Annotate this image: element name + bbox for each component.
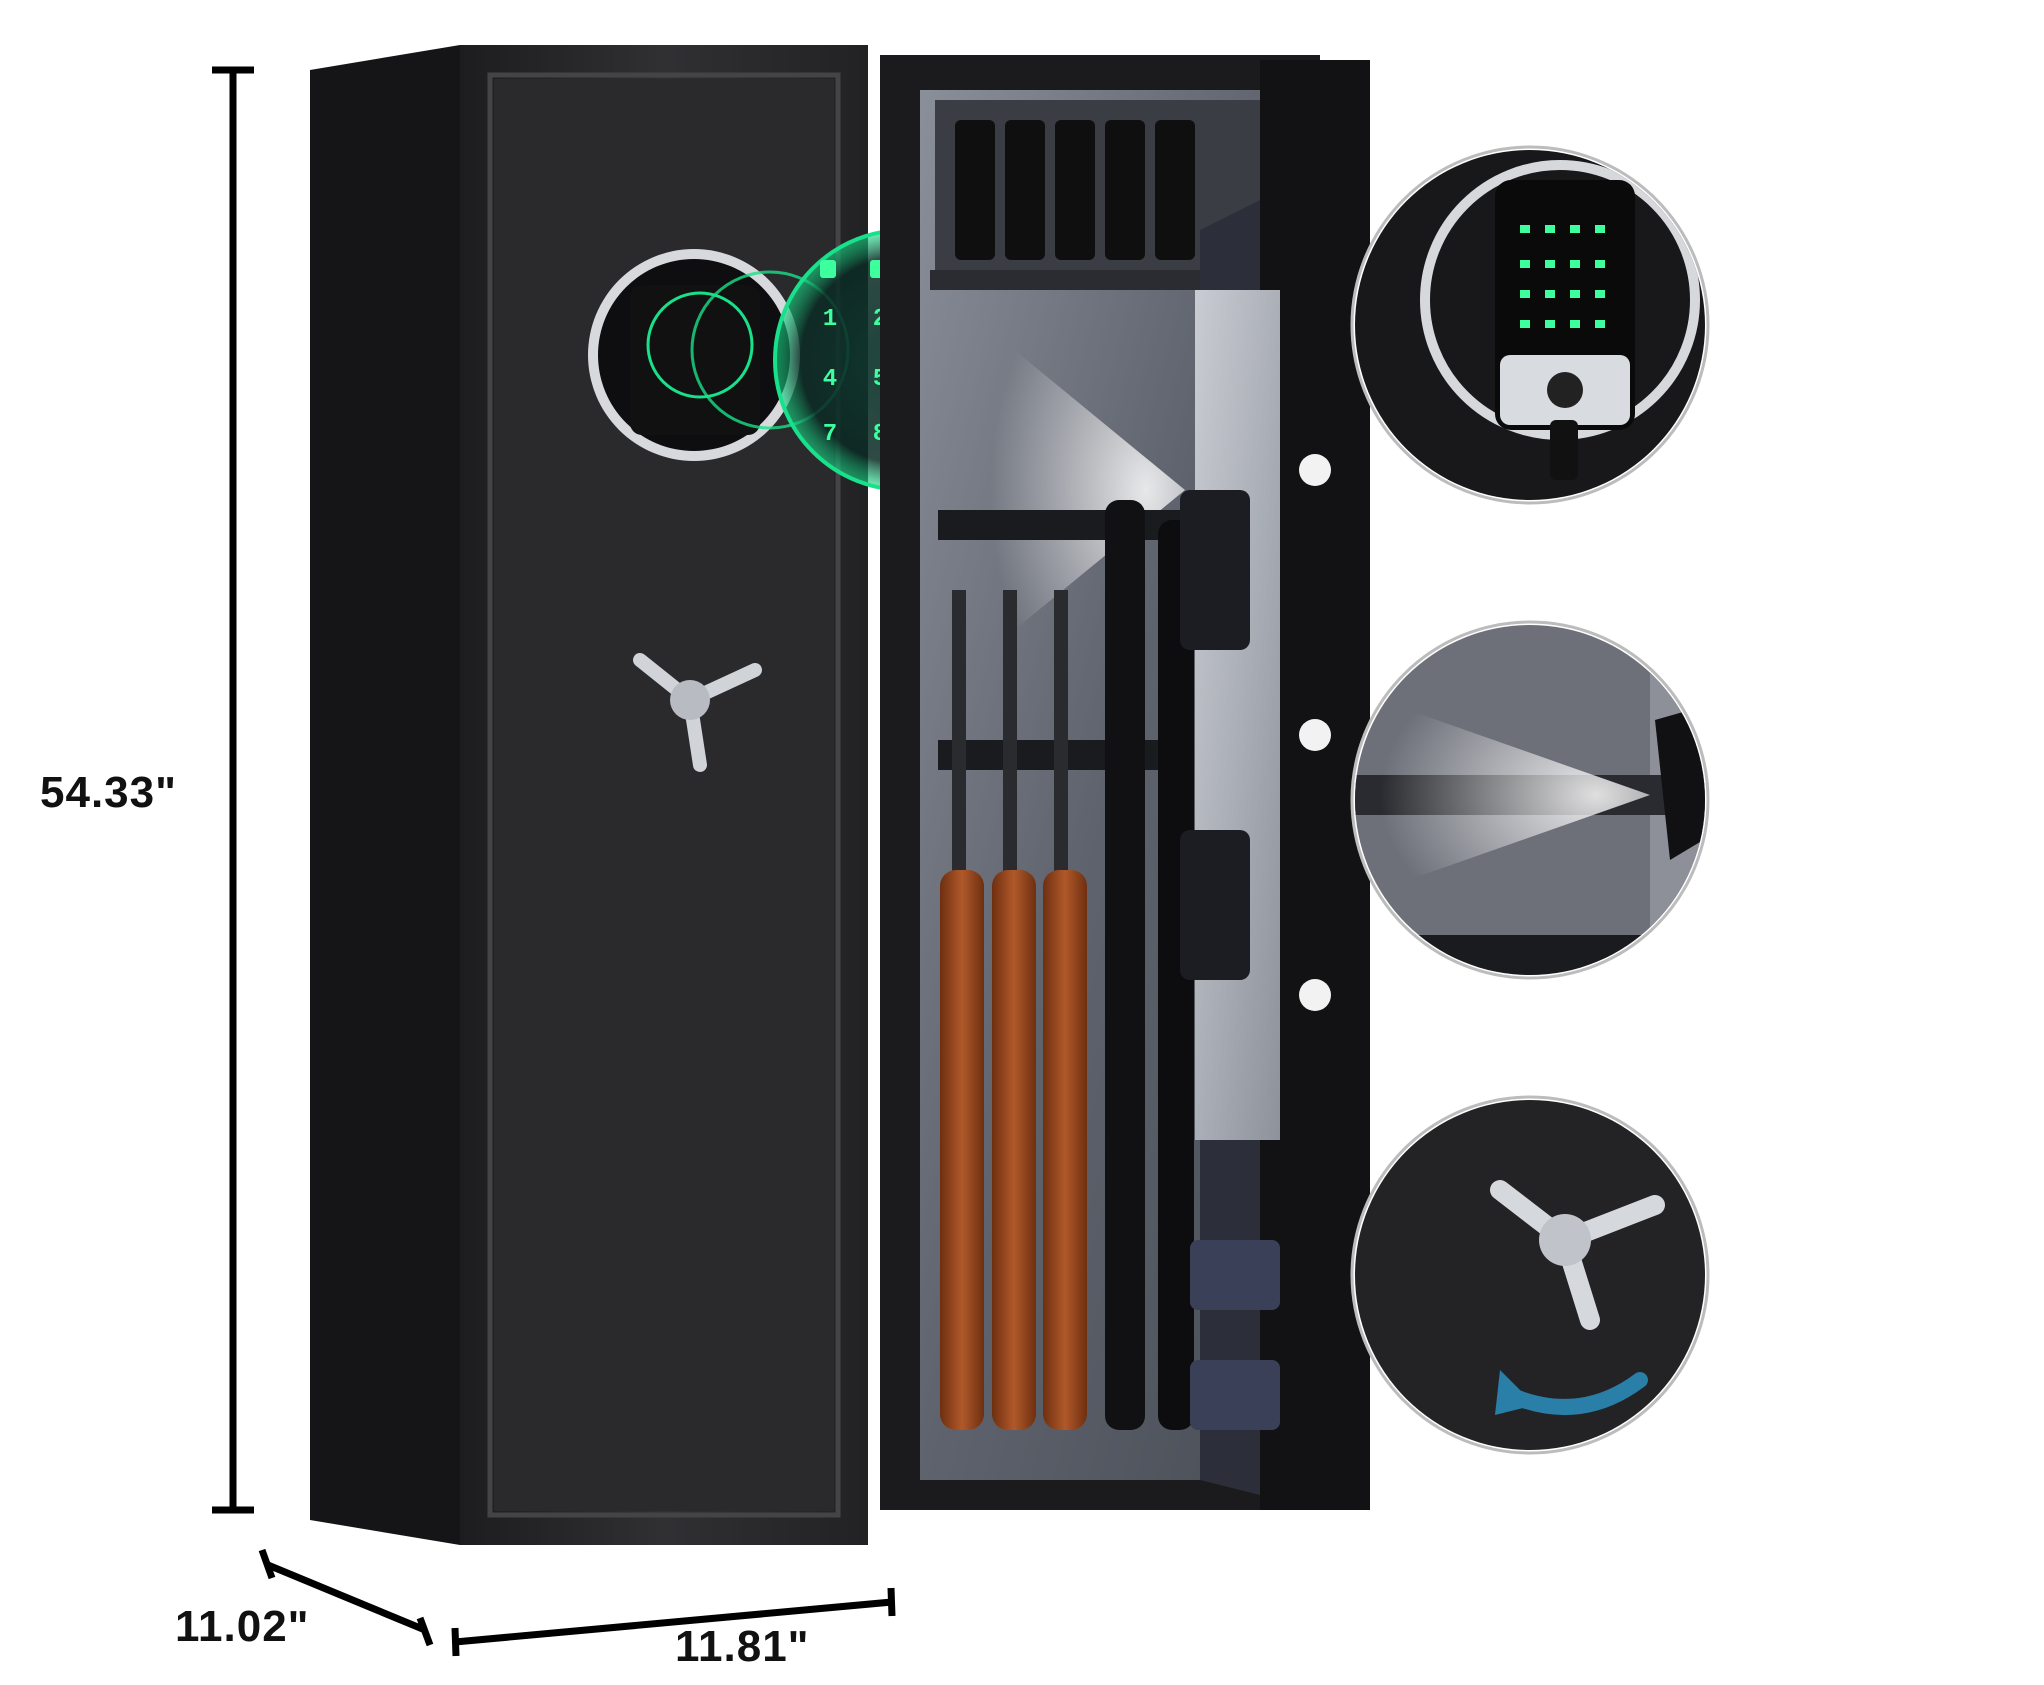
pistol-rack: [955, 120, 1195, 260]
locking-bolts: [1299, 454, 1331, 1011]
detail-led-light-closeup: [1350, 620, 1710, 980]
led-light-icon: [990, 330, 1185, 650]
keypad-lock: [588, 249, 800, 461]
depth-dimension-line: [258, 1548, 434, 1647]
depth-label: 11.02": [175, 1602, 310, 1651]
detail-keypad-closeup: [1350, 145, 1710, 505]
closed-safe: [310, 45, 868, 1545]
height-dimension-line: [212, 66, 254, 1514]
width-label: 11.81": [675, 1622, 810, 1671]
detail-handle-closeup: [1350, 1095, 1710, 1455]
open-safe: [880, 55, 1370, 1510]
keypad-key: 1: [823, 306, 837, 333]
keypad-key: 4: [823, 366, 837, 393]
door-holsters: [1180, 490, 1280, 1430]
rifles: [940, 500, 1194, 1430]
width-dimension-line: [451, 1587, 896, 1657]
three-spoke-handle-icon: [633, 653, 762, 772]
keypad-key: 7: [823, 421, 837, 448]
height-label: 54.33": [40, 768, 177, 817]
